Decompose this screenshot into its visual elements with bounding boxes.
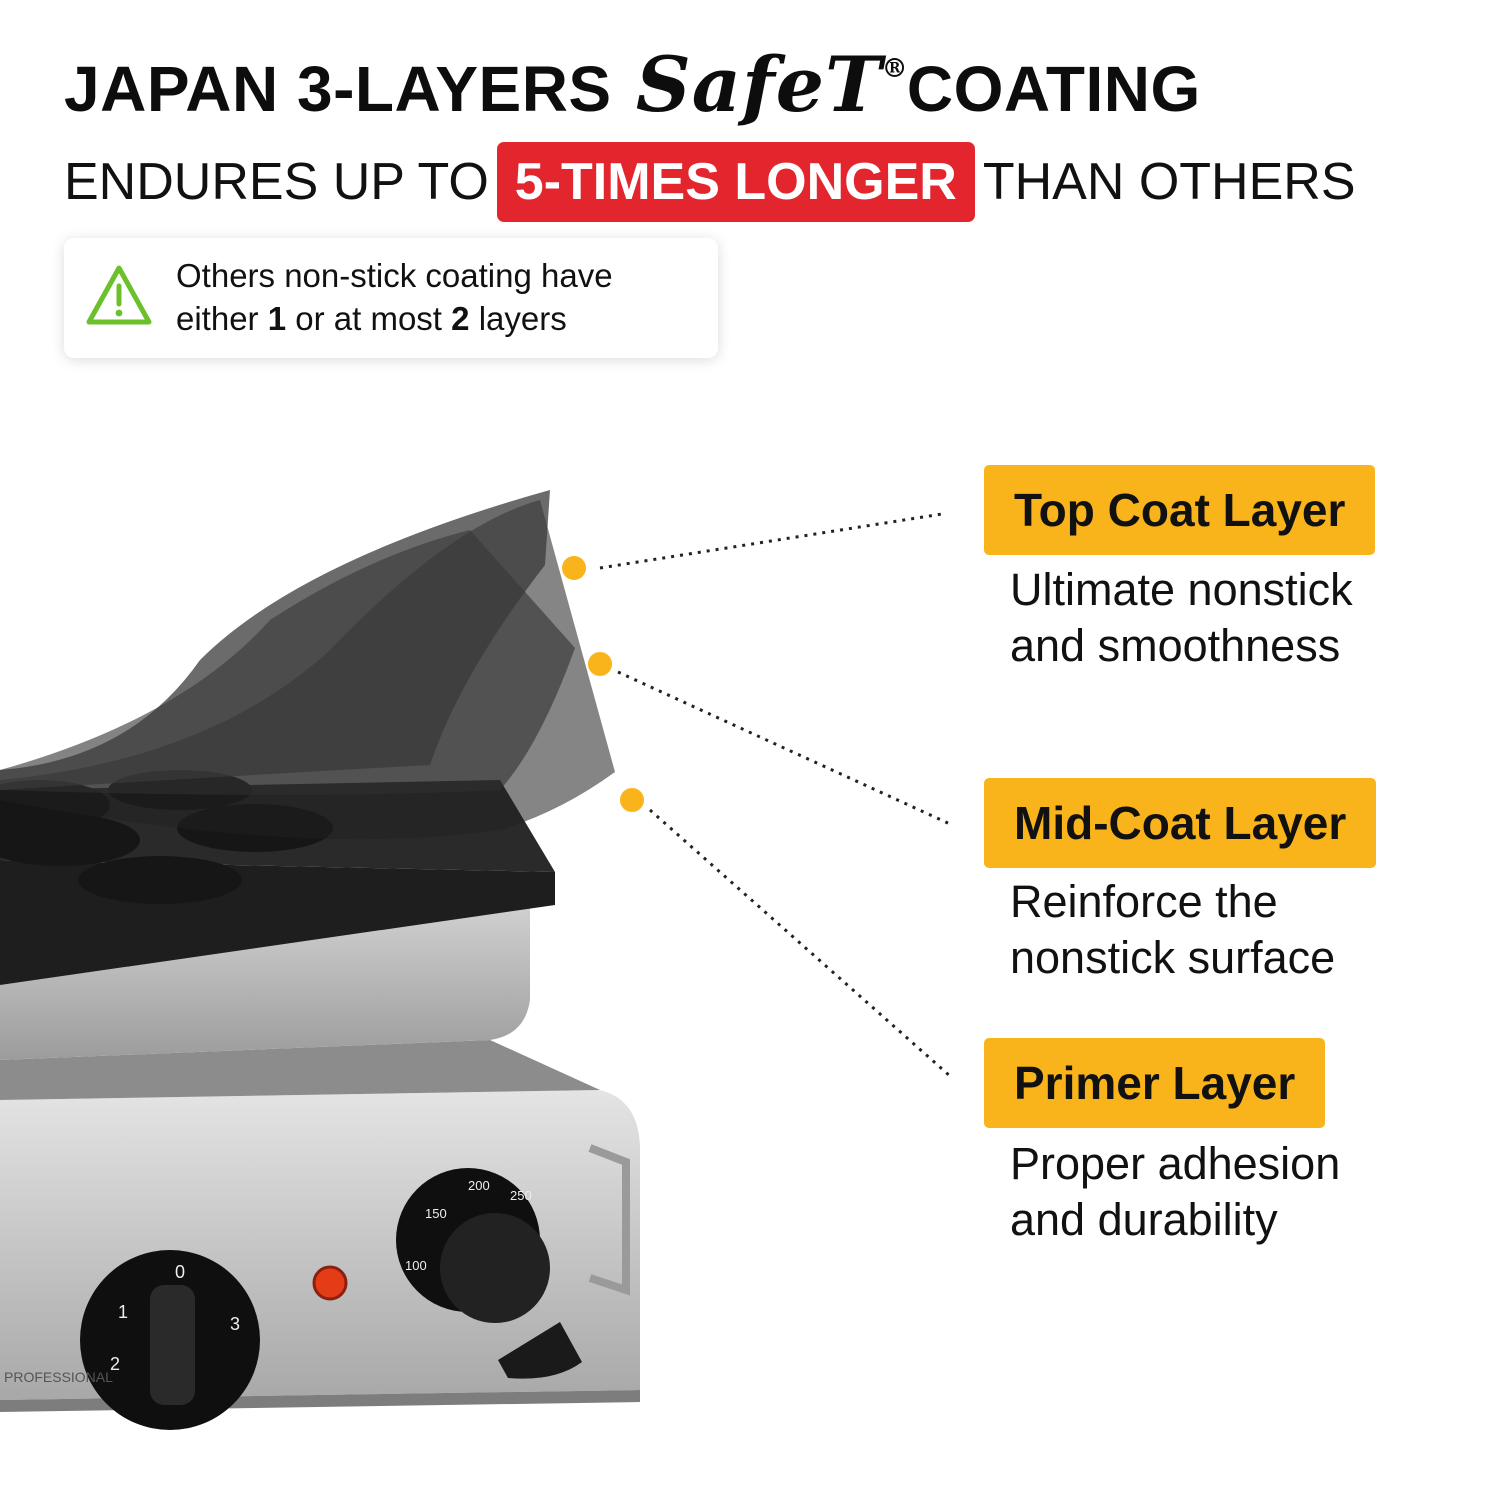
temp-dial-mark: 250 [510, 1188, 532, 1203]
brand-name: SafeT [635, 40, 883, 129]
headline: JAPAN 3-LAYERS SafeT® COATING [64, 40, 1201, 134]
notice-line-1: Others non-stick coating have [176, 257, 613, 294]
notice-either: either [176, 300, 259, 337]
notice-text: Others non-stick coating have either 1 o… [176, 254, 613, 340]
waffle-maker-illustration: 0 1 2 3 100 150 200 250 PROFESSIONAL [0, 490, 951, 1430]
side-handle [588, 1144, 630, 1296]
callout-connectors [562, 512, 951, 1078]
indicator-light [312, 1265, 348, 1301]
headline-part2: COATING [906, 53, 1201, 125]
top-coat-layer-label: Top Coat Layer [984, 465, 1376, 555]
rubber-foot [498, 1322, 582, 1379]
subheadline-before: ENDURES UP TO [64, 153, 489, 211]
headline-part1: JAPAN 3-LAYERS [64, 53, 612, 125]
primer-marker [620, 788, 644, 812]
power-dial-mark: 1 [118, 1302, 128, 1322]
primer-layer-description: Proper adhesion and durability [1010, 1136, 1340, 1248]
warning-triangle-icon [86, 265, 152, 325]
temp-dial-mark: 100 [405, 1258, 427, 1273]
mid-coat-layer-description: Reinforce the nonstick surface [1010, 874, 1335, 986]
notice-or-at-most: or at most [295, 300, 442, 337]
notice-count-1: 1 [267, 300, 287, 337]
description-line: nonstick surface [1010, 932, 1336, 983]
longevity-highlight-badge: 5-TIMES LONGER [496, 142, 975, 222]
primer-layer-label: Primer Layer [984, 1038, 1326, 1128]
notice-line-2: either 1 or at most 2 layers [176, 297, 613, 340]
notice-card: Others non-stick coating have either 1 o… [64, 238, 718, 358]
brand-plate: PROFESSIONAL [4, 1369, 113, 1385]
top-coat-marker [562, 556, 586, 580]
mid-coat-marker [588, 652, 612, 676]
top-coat-layer-description: Ultimate nonstick and smoothness [1010, 562, 1353, 674]
power-dial: 0 1 2 3 [80, 1250, 260, 1430]
power-dial-mark: 0 [175, 1262, 185, 1282]
notice-count-2: 2 [451, 300, 470, 337]
mid-coat-layer-label: Mid-Coat Layer [984, 778, 1377, 868]
description-line: and durability [1010, 1194, 1278, 1245]
description-line: Ultimate nonstick [1010, 564, 1353, 615]
temp-dial-mark: 200 [468, 1178, 490, 1193]
subheadline-after: THAN OTHERS [982, 153, 1356, 211]
registered-mark: ® [881, 54, 909, 84]
brand-logo: SafeT® [635, 40, 908, 130]
coating-layers [0, 490, 615, 840]
temp-dial-mark: 150 [425, 1206, 447, 1221]
temperature-dial: 100 150 200 250 [396, 1168, 550, 1323]
brand-plate-text: PROFESSIONAL [4, 1369, 113, 1385]
notice-layers: layers [478, 300, 567, 337]
top-coat-connector [599, 512, 943, 570]
mid-coat-connector [617, 670, 951, 826]
description-line: Reinforce the [1010, 876, 1278, 927]
top-coat-layer-sheet [0, 490, 550, 790]
power-dial-mark: 2 [110, 1354, 120, 1374]
primer-connector [649, 808, 951, 1078]
description-line: and smoothness [1010, 620, 1341, 671]
description-line: Proper adhesion [1010, 1138, 1341, 1189]
power-dial-mark: 3 [230, 1314, 240, 1334]
